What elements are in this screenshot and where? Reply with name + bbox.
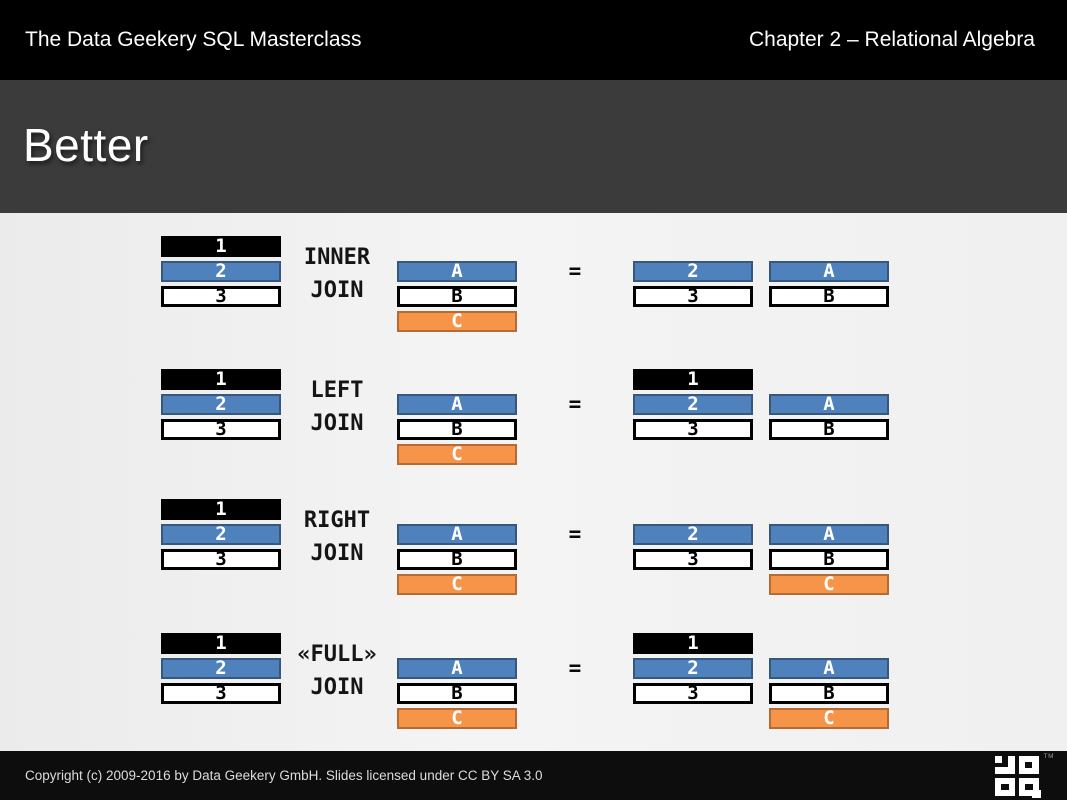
right-join-right-operand-cell-c: C <box>397 574 517 595</box>
equals-sign-full-join: = <box>568 656 582 680</box>
full-join-left-operand-cell-1: 1 <box>161 633 281 654</box>
equals-sign-right-join: = <box>568 522 582 546</box>
inner-join-left-operand-cell-2: 2 <box>161 261 281 282</box>
join-label-line: INNER <box>303 245 371 270</box>
right-join-result-left-cell-2: 2 <box>633 524 753 545</box>
copyright-text: Copyright (c) 2009-2016 by Data Geekery … <box>25 768 543 783</box>
join-label-right-join: RIGHT JOIN <box>281 504 393 570</box>
full-join-result-right-cell-b: B <box>769 683 889 704</box>
full-join-result-left-cell-3: 3 <box>633 683 753 704</box>
left-join-result-right-cell-a: A <box>769 394 889 415</box>
join-label-left-join: LEFT JOIN <box>281 374 393 440</box>
left-join-left-operand-cell-2: 2 <box>161 394 281 415</box>
jooq-logo: TM <box>995 753 1053 798</box>
full-join-left-operand-cell-3: 3 <box>161 683 281 704</box>
inner-join-right-operand-cell-b: B <box>397 286 517 307</box>
header-bar: The Data Geekery SQL Masterclass Chapter… <box>0 0 1067 80</box>
full-join-right-operand-cell-a: A <box>397 658 517 679</box>
right-join-right-operand-cell-a: A <box>397 524 517 545</box>
page-title: Better <box>23 119 149 171</box>
inner-join-left-operand-cell-1: 1 <box>161 236 281 257</box>
full-join-result-left-cell-1: 1 <box>633 633 753 654</box>
inner-join-left-operand-cell-3: 3 <box>161 286 281 307</box>
jooq-logo-icon <box>995 755 1041 798</box>
join-label-line: RIGHT <box>303 508 371 533</box>
join-label-line: JOIN <box>310 278 364 303</box>
join-label-inner-join: INNER JOIN <box>281 241 393 307</box>
join-label-line: JOIN <box>310 541 364 566</box>
left-join-left-operand-cell-1: 1 <box>161 369 281 390</box>
title-band: Better <box>0 80 1067 213</box>
equals-sign-inner-join: = <box>568 259 582 283</box>
join-label-line: «FULL» <box>297 642 377 667</box>
inner-join-result-right-cell-b: B <box>769 286 889 307</box>
left-join-left-operand-cell-3: 3 <box>161 419 281 440</box>
right-join-left-operand-cell-2: 2 <box>161 524 281 545</box>
left-join-result-left-cell-3: 3 <box>633 419 753 440</box>
right-join-result-right-cell-c: C <box>769 574 889 595</box>
trademark-symbol: TM <box>1043 752 1054 760</box>
full-join-result-right-cell-c: C <box>769 708 889 729</box>
footer-bar: Copyright (c) 2009-2016 by Data Geekery … <box>0 751 1067 800</box>
full-join-right-operand-cell-c: C <box>397 708 517 729</box>
inner-join-result-left-cell-2: 2 <box>633 261 753 282</box>
full-join-left-operand-cell-2: 2 <box>161 658 281 679</box>
join-label-full-join: «FULL» JOIN <box>281 638 393 704</box>
full-join-result-right-cell-a: A <box>769 658 889 679</box>
left-join-right-operand-cell-c: C <box>397 444 517 465</box>
full-join-right-operand-cell-b: B <box>397 683 517 704</box>
inner-join-right-operand-cell-a: A <box>397 261 517 282</box>
right-join-left-operand-cell-3: 3 <box>161 549 281 570</box>
join-label-line: JOIN <box>310 675 364 700</box>
equals-sign-left-join: = <box>568 392 582 416</box>
left-join-result-left-cell-1: 1 <box>633 369 753 390</box>
right-join-result-right-cell-a: A <box>769 524 889 545</box>
inner-join-result-right-cell-a: A <box>769 261 889 282</box>
left-join-result-right-cell-b: B <box>769 419 889 440</box>
right-join-right-operand-cell-b: B <box>397 549 517 570</box>
full-join-result-left-cell-2: 2 <box>633 658 753 679</box>
right-join-result-left-cell-3: 3 <box>633 549 753 570</box>
inner-join-right-operand-cell-c: C <box>397 311 517 332</box>
right-join-result-right-cell-b: B <box>769 549 889 570</box>
left-join-right-operand-cell-a: A <box>397 394 517 415</box>
inner-join-result-left-cell-3: 3 <box>633 286 753 307</box>
left-join-result-left-cell-2: 2 <box>633 394 753 415</box>
left-join-right-operand-cell-b: B <box>397 419 517 440</box>
join-label-line: LEFT <box>310 378 364 403</box>
join-label-line: JOIN <box>310 411 364 436</box>
right-join-left-operand-cell-1: 1 <box>161 499 281 520</box>
header-course-title: The Data Geekery SQL Masterclass <box>25 28 362 51</box>
header-chapter-title: Chapter 2 – Relational Algebra <box>748 28 1035 51</box>
